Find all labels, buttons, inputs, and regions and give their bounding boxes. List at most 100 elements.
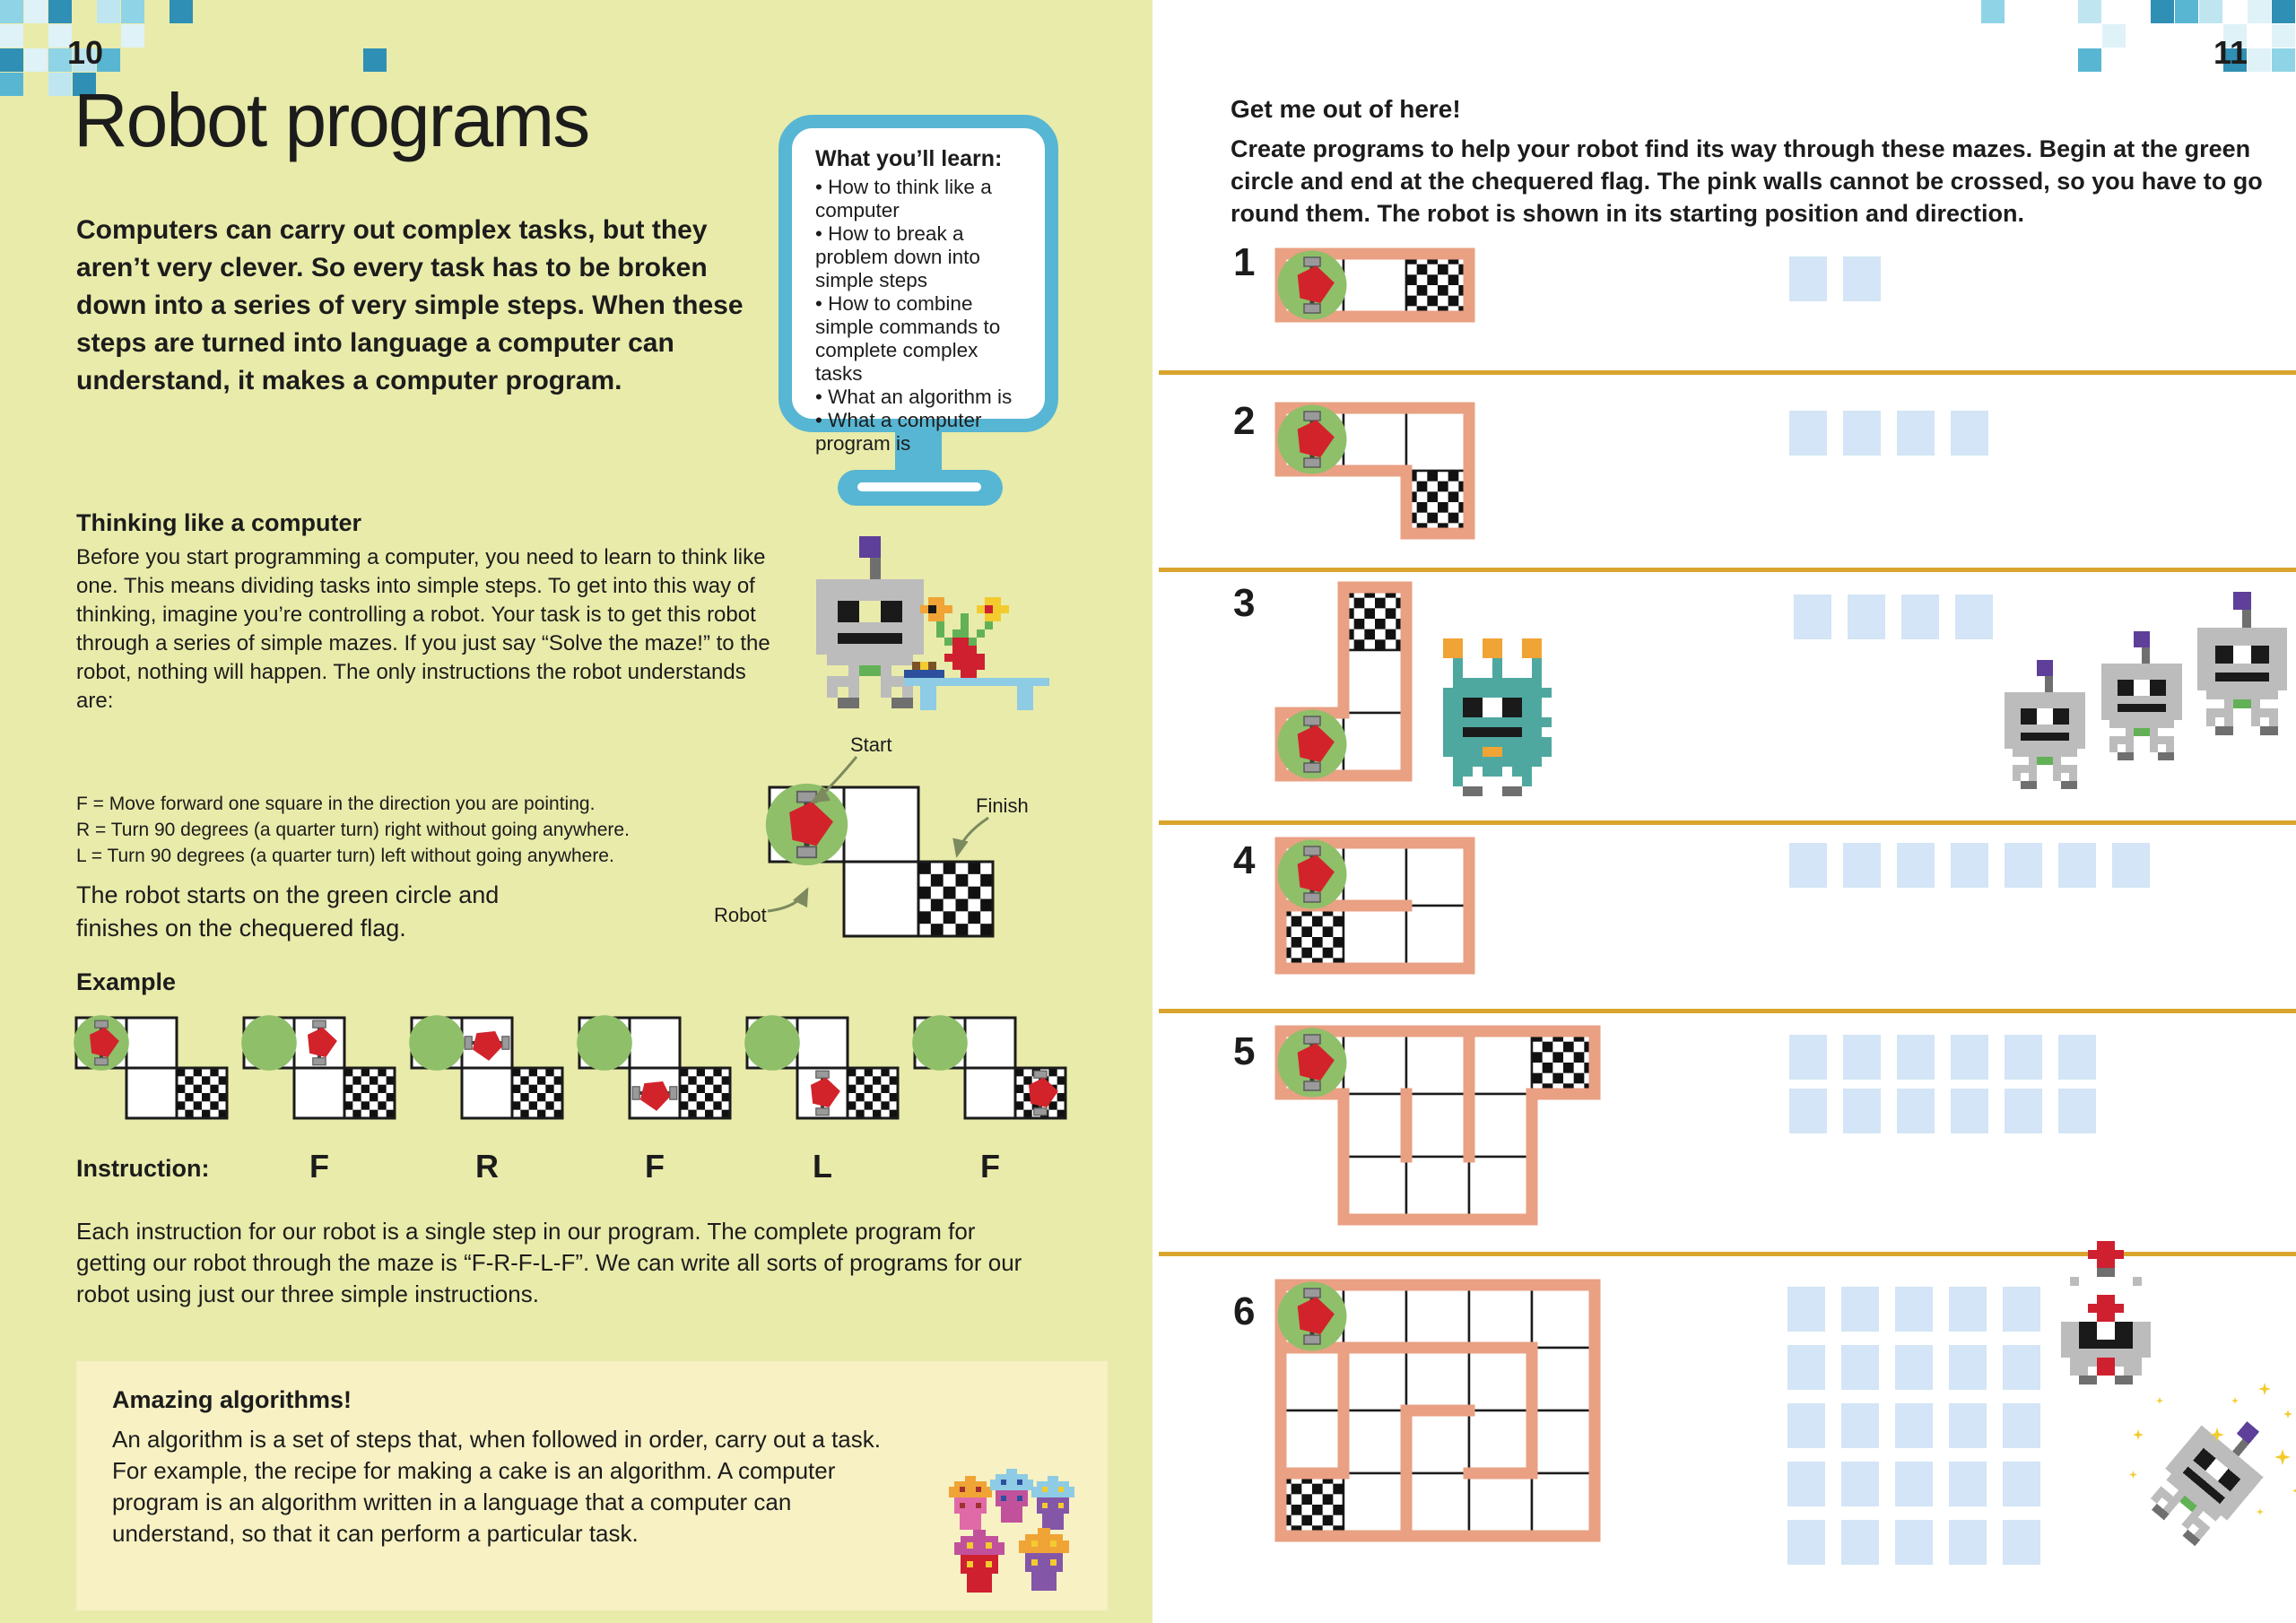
mosaic-tile bbox=[48, 0, 72, 23]
mosaic-tile bbox=[121, 24, 144, 48]
table-flowers-art bbox=[904, 597, 1049, 710]
row-divider bbox=[1159, 1252, 2296, 1256]
answer-box bbox=[1789, 411, 1827, 456]
mosaic-tile bbox=[2223, 24, 2247, 48]
answer-box bbox=[1843, 843, 1881, 888]
answer-box bbox=[1787, 1462, 1825, 1506]
grey-robot-art bbox=[2188, 592, 2296, 735]
grey-robot-art bbox=[2093, 631, 2190, 760]
get-me-out-heading: Get me out of here! bbox=[1231, 95, 1461, 123]
thinking-paragraph: Before you start programming a computer,… bbox=[76, 545, 770, 713]
answer-boxes-maze-6 bbox=[1787, 1287, 2040, 1565]
page-number-left: 10 bbox=[67, 34, 104, 71]
learn-item: • How to combine simple commands to comp… bbox=[815, 292, 1001, 385]
answer-box bbox=[1794, 595, 1831, 639]
maze-2 bbox=[1270, 397, 1480, 544]
mosaic-tile bbox=[2175, 0, 2198, 23]
answer-box bbox=[2058, 1035, 2096, 1080]
answer-box bbox=[1895, 1520, 1933, 1565]
instruction-rules: F = Move forward one square in the direc… bbox=[76, 791, 630, 869]
mosaic-tile bbox=[2248, 48, 2271, 72]
learn-item: • How to break a problem down into simpl… bbox=[815, 222, 980, 291]
maze-1 bbox=[1270, 243, 1480, 327]
answer-box bbox=[1787, 1403, 1825, 1448]
mosaic-tile bbox=[97, 48, 120, 72]
mosaic-tile bbox=[48, 73, 72, 96]
mosaic-tile bbox=[2248, 0, 2271, 23]
answer-boxes-maze-1 bbox=[1789, 256, 1881, 301]
mosaic-tile bbox=[2272, 48, 2295, 72]
answer-box bbox=[2058, 1089, 2096, 1133]
mosaic-tile bbox=[48, 48, 72, 72]
sparkle-icon bbox=[2231, 1397, 2239, 1404]
answer-box bbox=[1895, 1287, 1933, 1332]
answer-box bbox=[1951, 843, 1988, 888]
instruction-letter: R bbox=[475, 1148, 499, 1185]
mosaic-tile bbox=[2078, 48, 2101, 72]
grey-robot-art bbox=[1996, 660, 2093, 789]
mosaic-tile bbox=[2151, 0, 2174, 23]
sparkle-icon bbox=[2156, 1397, 2163, 1404]
maze-number: 3 bbox=[1233, 581, 1256, 625]
maze-number: 2 bbox=[1233, 399, 1256, 443]
mosaic-tile bbox=[48, 24, 72, 48]
nurse-robot-art bbox=[2052, 1241, 2160, 1384]
cupcake-art bbox=[954, 1530, 1004, 1593]
diagram-arrows bbox=[767, 756, 989, 913]
instruction-letter: F bbox=[309, 1148, 329, 1185]
answer-box bbox=[2005, 1089, 2042, 1133]
mosaic-tile bbox=[0, 24, 23, 48]
answer-box bbox=[1843, 1089, 1881, 1133]
learn-box: What you’ll learn: • How to think like a… bbox=[778, 115, 1058, 455]
answer-boxes-maze-5 bbox=[1789, 1035, 2096, 1133]
answer-box bbox=[2003, 1287, 2040, 1332]
row-divider bbox=[1159, 370, 2296, 375]
cupcake-art bbox=[949, 1476, 992, 1530]
instruction-letter: F bbox=[645, 1148, 665, 1185]
answer-box bbox=[2005, 1035, 2042, 1080]
algorithms-heading: Amazing algorithms! bbox=[112, 1386, 352, 1413]
answer-box bbox=[1897, 843, 1935, 888]
algorithms-box: Amazing algorithms! An algorithm is a se… bbox=[76, 1361, 1108, 1610]
answer-box bbox=[1789, 1035, 1827, 1080]
algorithms-paragraph: An algorithm is a set of steps that, whe… bbox=[112, 1426, 881, 1547]
maze-4 bbox=[1270, 832, 1480, 979]
diagram-label-finish: Finish bbox=[976, 794, 1029, 817]
diagram-label-start: Start bbox=[850, 733, 892, 756]
answer-box bbox=[1787, 1287, 1825, 1332]
answer-box bbox=[2003, 1462, 2040, 1506]
answer-box bbox=[1895, 1403, 1933, 1448]
example-step-maze bbox=[71, 1012, 232, 1124]
instruction-letter: L bbox=[813, 1148, 832, 1185]
row-divider bbox=[1159, 1009, 2296, 1013]
row-divider bbox=[1159, 820, 2296, 825]
answer-box bbox=[1841, 1462, 1879, 1506]
example-heading: Example bbox=[76, 968, 177, 995]
maze-instructions: Create programs to help your robot find … bbox=[1231, 135, 2263, 227]
answer-box bbox=[1843, 256, 1881, 301]
maze-number: 5 bbox=[1233, 1029, 1256, 1073]
rule-line: R = Turn 90 degrees (a quarter turn) rig… bbox=[76, 820, 630, 840]
answer-box bbox=[1848, 595, 1885, 639]
answer-box bbox=[1789, 1089, 1827, 1133]
alien-robot-art bbox=[1433, 638, 1561, 796]
answer-box bbox=[1901, 595, 1939, 639]
cupcake-art bbox=[1019, 1528, 1069, 1591]
mosaic-tile bbox=[363, 48, 387, 72]
sparkle-icon bbox=[2283, 1410, 2292, 1419]
answer-box bbox=[1949, 1403, 1987, 1448]
sparkle-icon bbox=[2258, 1383, 2271, 1395]
intro-paragraph: Computers can carry out complex tasks, b… bbox=[76, 215, 744, 395]
answer-box bbox=[2058, 843, 2096, 888]
example-step-maze bbox=[742, 1012, 903, 1124]
answer-box bbox=[1843, 411, 1881, 456]
answer-box bbox=[1841, 1287, 1879, 1332]
answer-box bbox=[1955, 595, 1993, 639]
maze-number: 6 bbox=[1233, 1289, 1256, 1333]
monitor-stand-slot bbox=[857, 482, 981, 491]
answer-box bbox=[1787, 1520, 1825, 1565]
mosaic-tile bbox=[121, 0, 144, 23]
answer-box bbox=[1897, 411, 1935, 456]
